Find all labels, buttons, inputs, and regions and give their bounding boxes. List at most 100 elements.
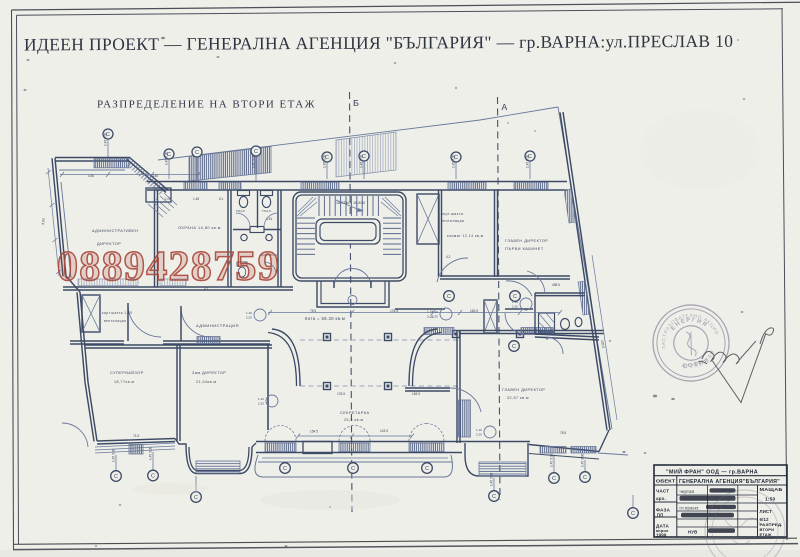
svg-text:климат 12,14 кв.м: климат 12,14 кв.м xyxy=(447,234,484,238)
svg-text:4.51: 4.51 xyxy=(266,217,272,221)
svg-text:ИДЕЕН ПРОЕКТ — ГЕНЕРАЛНА АГЕНЦ: ИДЕЕН ПРОЕКТ — ГЕНЕРАЛНА АГЕНЦИЯ "БЪЛГАР… xyxy=(24,31,735,55)
svg-text:18,77кв.м: 18,77кв.м xyxy=(114,380,134,384)
svg-text:ТОАЛ.: ТОАЛ. xyxy=(262,209,272,213)
svg-text:1.45 3.00: 1.45 3.00 xyxy=(360,154,364,168)
svg-text:С: С xyxy=(631,511,635,517)
svg-text:1.45: 1.45 xyxy=(193,197,199,201)
svg-text:498.5: 498.5 xyxy=(552,283,560,287)
svg-text:436.5: 436.5 xyxy=(600,339,605,348)
svg-text:Б: Б xyxy=(353,98,359,109)
svg-text:2.20: 2.20 xyxy=(476,433,482,437)
svg-text:ЛИСТ: ЛИСТ xyxy=(760,509,773,514)
svg-text:143.5: 143.5 xyxy=(380,429,388,433)
svg-text:ФАЗА: ФАЗА xyxy=(656,508,671,513)
svg-text:ОБЕКТ: ОБЕКТ xyxy=(656,479,676,484)
svg-text:32,57 кв.м: 32,57 кв.м xyxy=(507,396,529,400)
svg-text:6.1: 6.1 xyxy=(219,197,224,201)
svg-text:С: С xyxy=(528,154,532,160)
svg-text:С: С xyxy=(362,154,366,160)
svg-text:СЕКРЕТАРКА: СЕКРЕТАРКА xyxy=(340,411,370,415)
svg-text:4.50: 4.50 xyxy=(41,218,46,225)
svg-text:1.45 3.00: 1.45 3.00 xyxy=(550,453,554,467)
svg-text:1.10: 1.10 xyxy=(512,300,518,304)
svg-text:С: С xyxy=(454,155,458,161)
svg-text:С: С xyxy=(583,475,587,481)
svg-text:С: С xyxy=(151,474,155,480)
svg-text:16 СТЪП. 15,5/30: 16 СТЪП. 15,5/30 xyxy=(336,201,365,205)
svg-text:чертал: чертал xyxy=(680,489,695,494)
svg-text:карт.шахта 1.10: карт.шахта 1.10 xyxy=(102,311,133,315)
svg-text:гл.проект.: гл.проект. xyxy=(680,505,700,510)
svg-text:С: С xyxy=(513,294,517,300)
svg-text:МАЩАБ: МАЩАБ xyxy=(760,487,784,492)
svg-text:1.45 3.00: 1.45 3.00 xyxy=(165,151,169,165)
svg-text:С: С xyxy=(114,474,118,480)
svg-text:АДМИНИСТРАЦИЯ: АДМИНИСТРАЦИЯ xyxy=(196,323,239,328)
svg-text:ДИРЕКТОР: ДИРЕКТОР xyxy=(97,242,121,246)
svg-text:ДАТА: ДАТА xyxy=(656,524,669,529)
svg-text:ТОАЛ.: ТОАЛ. xyxy=(236,209,246,213)
svg-text:1.10: 1.10 xyxy=(427,310,433,314)
svg-text:21,54кв.м: 21,54кв.м xyxy=(196,380,216,384)
svg-text:ПЪРВИ КАБИНЕТ: ПЪРВИ КАБИНЕТ xyxy=(505,247,544,251)
svg-text:С: С xyxy=(106,132,110,138)
svg-text:ПП: ПП xyxy=(657,513,663,518)
svg-text:АДМИНИСТРАТИВЕН: АДМИНИСТРАТИВЕН xyxy=(92,229,138,233)
svg-text:С: С xyxy=(425,466,429,472)
svg-text:1:50: 1:50 xyxy=(765,497,776,503)
svg-text:ДОАЛГРОМ: ДОАЛГРОМ xyxy=(260,253,278,257)
svg-text:163.5: 163.5 xyxy=(470,309,478,313)
svg-text:1.45 3.00: 1.45 3.00 xyxy=(104,132,108,146)
svg-text:1.45 3.00: 1.45 3.00 xyxy=(526,154,530,168)
svg-text:6/12: 6/12 xyxy=(760,517,770,522)
svg-text:1.45 3.00: 1.45 3.00 xyxy=(452,154,456,168)
svg-text:С: С xyxy=(492,494,496,500)
svg-text:163.5: 163.5 xyxy=(412,392,420,396)
svg-text:178.5: 178.5 xyxy=(337,392,345,396)
svg-text:С: С xyxy=(167,152,171,158)
svg-text:"МИЙ ФРАН" ООД — гр.ВАРНА: "МИЙ ФРАН" ООД — гр.ВАРНА xyxy=(666,468,758,476)
svg-text:НУВ: НУВ xyxy=(688,530,697,535)
svg-text:2.20: 2.20 xyxy=(512,305,518,309)
svg-text:вентилация: вентилация xyxy=(104,319,126,323)
svg-text:ГЕНЕРАЛНА АГЕНЦИЯ"БЪЛГАРИЯ": ГЕНЕРАЛНА АГЕНЦИЯ"БЪЛГАРИЯ" xyxy=(679,479,780,485)
svg-text:РАЗПРЕДЕЛЕНИЕ НА ВТОРИ ЕТАЖ: РАЗПРЕДЕЛЕНИЕ НА ВТОРИ ЕТАЖ xyxy=(97,99,316,111)
svg-text:178.5: 178.5 xyxy=(390,309,398,313)
svg-text:вентилация: вентилация xyxy=(441,219,465,223)
svg-text:4.50: 4.50 xyxy=(88,174,94,178)
svg-text:154.5: 154.5 xyxy=(310,430,318,434)
svg-text:април: април xyxy=(656,529,669,533)
svg-text:1999: 1999 xyxy=(656,533,667,538)
svg-text:4.1: 4.1 xyxy=(204,287,209,291)
svg-text:1.45 3.00: 1.45 3.00 xyxy=(490,472,494,486)
svg-text:ЕТАЖ: ЕТАЖ xyxy=(760,532,772,537)
svg-text:78.5: 78.5 xyxy=(560,431,566,435)
svg-text:С: С xyxy=(283,466,287,472)
svg-text:Кота = 59.30 кв.м: Кота = 59.30 кв.м xyxy=(305,316,345,321)
svg-text:0889428759: 0889428759 xyxy=(57,244,280,290)
svg-text:ГЛАВЕН ДИРЕКТОР: ГЛАВЕН ДИРЕКТОР xyxy=(502,388,545,392)
svg-text:СУПЕРВАЙЗОР: СУПЕРВАЙЗОР xyxy=(110,371,144,375)
svg-text:1.10: 1.10 xyxy=(246,311,252,315)
svg-text:А: А xyxy=(502,102,508,113)
svg-text:2.20: 2.20 xyxy=(432,315,438,319)
svg-text:С: С xyxy=(194,495,198,501)
svg-text:75.5: 75.5 xyxy=(310,309,316,313)
svg-text:С: С xyxy=(195,150,199,156)
svg-text:4.80: 4.80 xyxy=(152,174,158,178)
svg-text:4.2: 4.2 xyxy=(446,255,451,259)
svg-text:ЧАСТ: ЧАСТ xyxy=(656,489,669,494)
svg-text:ГЛАВЕН ДИРЕКТОР: ГЛАВЕН ДИРЕКТОР xyxy=(505,239,548,243)
svg-text:1.05: 1.05 xyxy=(165,197,171,201)
svg-text:РАЗПРЕД.: РАЗПРЕД. xyxy=(760,522,783,527)
svg-text:С: С xyxy=(254,149,258,155)
svg-text:С: С xyxy=(351,466,355,472)
svg-text:2.20: 2.20 xyxy=(258,402,264,406)
svg-text:1.10: 1.10 xyxy=(476,428,482,432)
svg-text:верт.шахта: верт.шахта xyxy=(441,212,463,216)
svg-text:С: С xyxy=(325,155,329,161)
svg-text:1.45 3.00: 1.45 3.00 xyxy=(112,448,116,462)
svg-text:1.10: 1.10 xyxy=(258,397,264,401)
svg-text:ОХРАНА 14,80 кв.м: ОХРАНА 14,80 кв.м xyxy=(178,226,221,230)
svg-text:С: С xyxy=(447,294,451,300)
